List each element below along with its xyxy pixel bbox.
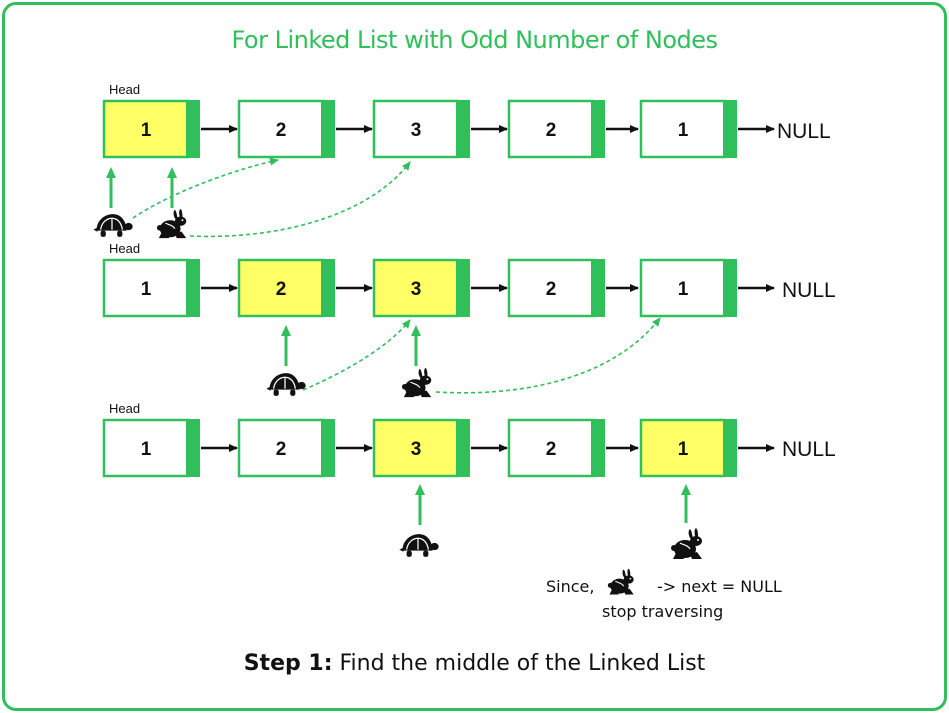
node-value: 2 xyxy=(276,120,287,141)
node-value: 1 xyxy=(678,439,689,460)
node-box: 1 xyxy=(639,258,737,318)
list-row-3: 1 2 3 2 1 NULL xyxy=(102,418,836,478)
node-box: 1 xyxy=(102,258,200,318)
diagram-title: For Linked List with Odd Number of Nodes xyxy=(231,26,718,54)
list-row-1: 1 2 3 2 1 NULL xyxy=(102,99,831,159)
null-label: NULL xyxy=(782,279,836,302)
head-label: Head xyxy=(109,82,140,97)
node-box: 2 xyxy=(507,258,605,318)
hare-icon xyxy=(670,527,703,560)
note-since: Since, xyxy=(546,577,595,596)
tortoise-move-path xyxy=(302,319,411,391)
note-stop-traversing: stop traversing xyxy=(602,602,724,621)
node-value: 2 xyxy=(546,120,557,141)
step-caption-text: Find the middle of the Linked List xyxy=(332,651,706,676)
null-label: NULL xyxy=(777,120,831,143)
node-value: 2 xyxy=(276,279,287,300)
node-value: 1 xyxy=(141,120,152,141)
node-value: 1 xyxy=(678,279,689,300)
node-value: 2 xyxy=(546,439,557,460)
node-box: 2 xyxy=(507,99,605,159)
head-label: Head xyxy=(109,401,140,416)
node-box: 2 xyxy=(237,99,335,159)
node-box: 1 xyxy=(102,99,200,159)
node-value: 1 xyxy=(141,279,152,300)
null-label: NULL xyxy=(782,438,836,461)
node-box: 2 xyxy=(237,418,335,478)
tortoise-icon xyxy=(92,213,133,238)
hare-icon xyxy=(607,568,635,596)
hare-move-path xyxy=(435,317,661,394)
step-caption-bold: Step 1: xyxy=(243,651,333,676)
node-value: 2 xyxy=(276,439,287,460)
node-box: 3 xyxy=(372,99,470,159)
head-label: Head xyxy=(109,241,140,256)
node-value: 3 xyxy=(411,439,422,460)
note-next-null: -> next = NULL xyxy=(657,577,782,596)
list-row-2: 1 2 3 2 1 NULL xyxy=(102,258,836,318)
node-value: 2 xyxy=(546,279,557,300)
hare-move-path xyxy=(189,161,411,238)
tortoise-move-path xyxy=(132,157,279,219)
tortoise-icon xyxy=(398,533,439,558)
hare-icon xyxy=(156,208,187,239)
node-box: 3 xyxy=(372,418,470,478)
node-value: 1 xyxy=(678,120,689,141)
step-caption: Step 1: Find the middle of the Linked Li… xyxy=(0,651,949,676)
hare-icon xyxy=(401,367,432,398)
node-box: 2 xyxy=(507,418,605,478)
node-box: 1 xyxy=(102,418,200,478)
node-value: 3 xyxy=(411,120,422,141)
node-box: 1 xyxy=(639,99,737,159)
node-box: 1 xyxy=(639,418,737,478)
node-box: 3 xyxy=(372,258,470,318)
tortoise-icon xyxy=(265,372,306,397)
node-box: 2 xyxy=(237,258,335,318)
node-value: 1 xyxy=(141,439,152,460)
node-value: 3 xyxy=(411,279,422,300)
